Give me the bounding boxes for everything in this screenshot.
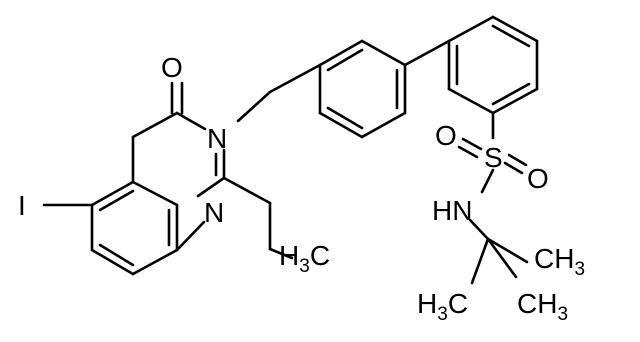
bond (507, 153, 528, 167)
bond (318, 111, 364, 139)
sulfonamide-group: O S O HN CH3 H3C CH3 (417, 120, 585, 325)
bond (98, 243, 135, 267)
bond (222, 176, 272, 205)
tbutyl-methyl-right-label: CH3 (534, 243, 585, 280)
bond (90, 248, 135, 276)
bond (360, 111, 407, 139)
bond (470, 237, 490, 285)
bond (461, 137, 483, 151)
bond (486, 237, 529, 264)
bond (98, 189, 135, 212)
bond (131, 180, 179, 207)
tbutyl-methyl-left-label: H3C (417, 288, 468, 325)
quinazolinone-core: I O N N H3C (18, 52, 330, 277)
bond (491, 87, 539, 115)
bond (175, 220, 206, 252)
bond (326, 106, 364, 130)
bond (447, 15, 495, 43)
bond (447, 87, 495, 115)
sulfur-label: S (484, 142, 503, 173)
ring-nitrogen-1-label: N (204, 197, 224, 228)
bond (90, 180, 135, 207)
carbonyl-oxygen-label: O (161, 52, 183, 83)
bond (268, 63, 322, 94)
bond (491, 24, 531, 48)
bond (131, 111, 179, 139)
iodine-label: I (18, 190, 26, 221)
bond (457, 145, 479, 159)
bond (236, 90, 272, 123)
bond (131, 248, 179, 276)
biphenyl-core (268, 15, 539, 140)
bond (486, 237, 518, 279)
bond (196, 176, 226, 198)
bond (491, 82, 531, 106)
bond (480, 168, 495, 194)
ring-nitrogen-3-label: N (207, 123, 227, 154)
propyl-methyl-label: H3C (279, 240, 330, 277)
bond (268, 247, 294, 260)
sulfonyl-oxygen-top-label: O (435, 120, 457, 151)
amide-nh-label: HN (432, 195, 472, 226)
bond (326, 48, 364, 72)
bond (318, 39, 364, 67)
bond (175, 111, 207, 131)
tbutyl-methyl-bottom-label: CH3 (517, 288, 568, 325)
bond (468, 218, 490, 241)
bond (403, 39, 451, 67)
sulfonyl-oxygen-bottom-label: O (527, 163, 549, 194)
bond (360, 39, 407, 67)
bond (491, 15, 539, 43)
bond (503, 161, 524, 175)
